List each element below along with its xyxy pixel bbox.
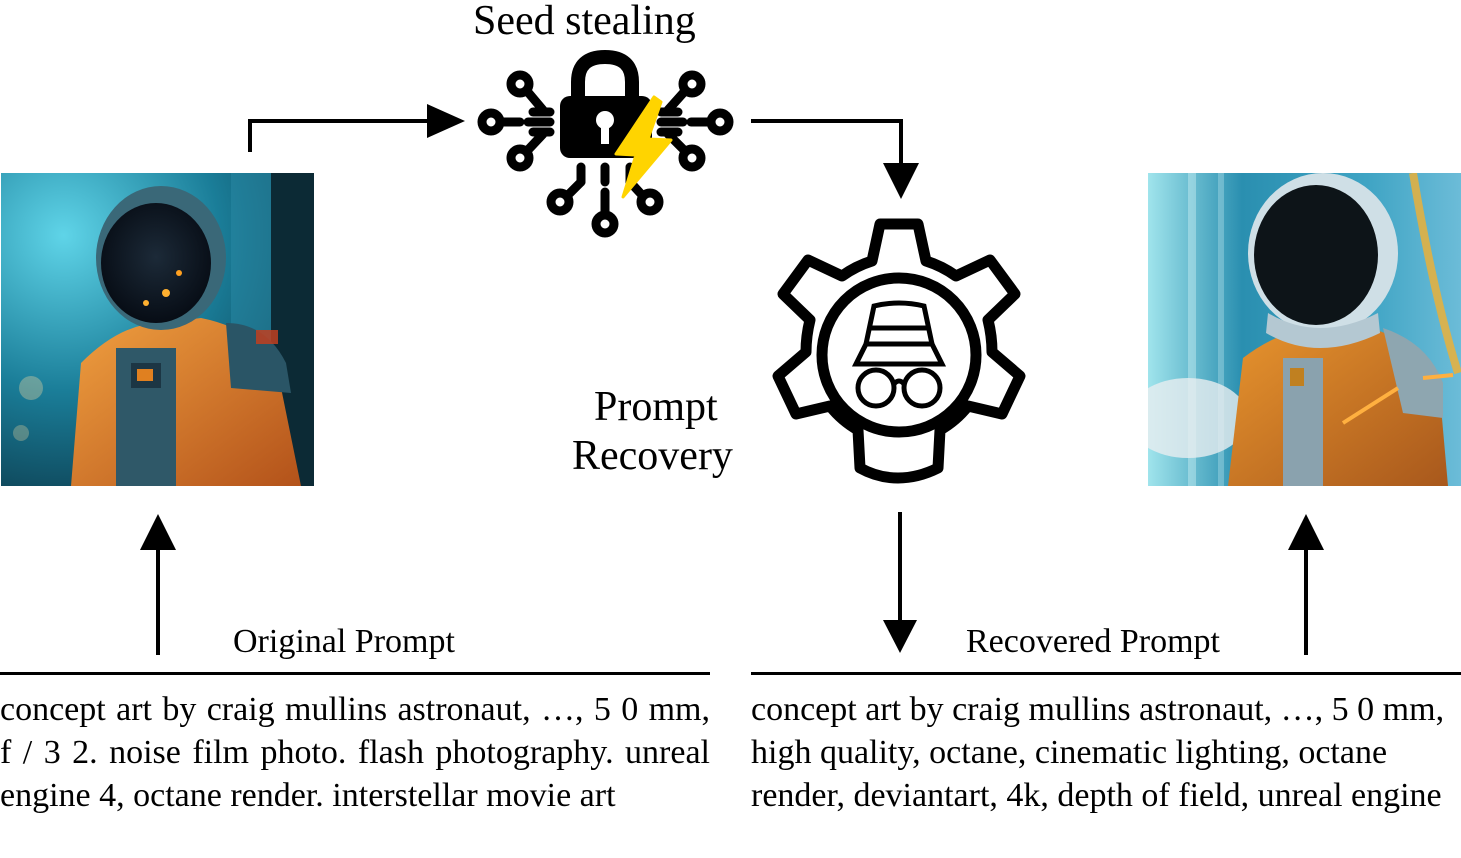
original-prompt-divider xyxy=(0,672,710,675)
recovered-prompt-text: concept art by craig mullins astronaut, … xyxy=(751,691,1445,814)
astronaut-original-image xyxy=(1,173,314,486)
astronaut-recovered-image xyxy=(1148,173,1461,486)
arrow-to-seed-stealing xyxy=(248,104,465,152)
arrow-original-to-image xyxy=(140,514,176,655)
original-prompt-heading: Original Prompt xyxy=(233,623,455,660)
recovered-prompt-divider xyxy=(751,672,1461,675)
gear-incognito-icon xyxy=(770,216,1028,492)
seed-stealing-label: Seed stealing xyxy=(473,0,696,44)
arrow-to-recovered-prompt xyxy=(883,512,917,653)
prompt-recovery-label-line1: Prompt xyxy=(594,384,718,430)
arrow-recovered-to-image xyxy=(1288,514,1324,655)
prompt-recovery-label-line2: Recovery xyxy=(572,433,733,479)
lock-circuit-lightning-icon xyxy=(477,49,734,240)
arrow-to-prompt-recovery xyxy=(751,119,919,199)
recovered-prompt-heading: Recovered Prompt xyxy=(966,623,1220,660)
original-prompt-text: concept art by craig mullins astronaut, … xyxy=(0,691,710,814)
